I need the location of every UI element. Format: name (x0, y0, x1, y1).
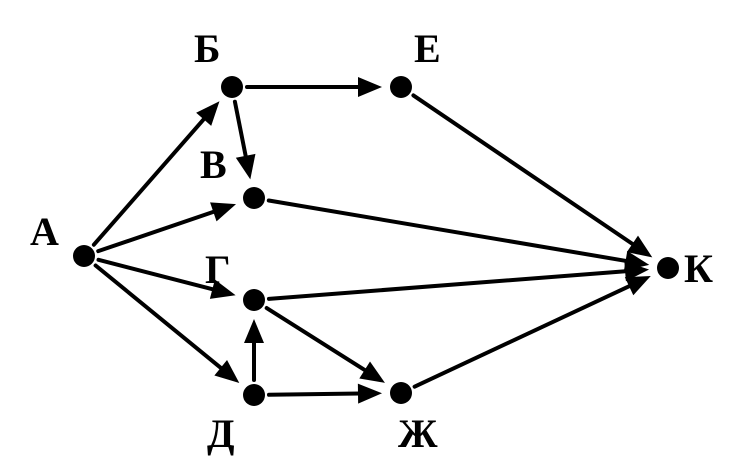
labels: А Б В Г Д Е Ж К (30, 26, 713, 456)
arrowhead-a-d (214, 360, 240, 383)
arrowhead-a-v (210, 202, 237, 222)
arrowhead-g-k (624, 261, 650, 282)
edge-a-d (93, 263, 225, 372)
edge-a-v (96, 209, 218, 254)
node-b (221, 76, 243, 98)
arrowhead-g-zh (359, 361, 385, 383)
edge-a-g (96, 257, 217, 292)
arrowhead-d-zh (357, 383, 383, 404)
node-label-b: Б (194, 26, 220, 71)
node-label-v: В (200, 142, 227, 187)
edge-v-k (266, 198, 630, 264)
node-k (657, 257, 679, 279)
edge-e-k (411, 93, 637, 247)
node-a (73, 245, 95, 267)
node-label-e: Е (414, 26, 441, 71)
node-label-zh: Ж (398, 411, 438, 456)
node-d (243, 384, 265, 406)
arrowhead-e-k (626, 235, 653, 258)
edge-g-k (266, 269, 630, 301)
arrowhead-b-v (235, 153, 256, 180)
arrowhead-a-g (209, 279, 236, 299)
node-label-d: Д (207, 411, 235, 456)
nodes (73, 76, 679, 406)
node-label-k: К (684, 246, 713, 291)
arrowhead-d-g (244, 319, 264, 343)
arrowhead-b-e (358, 77, 382, 97)
node-label-g: Г (205, 247, 230, 292)
edge-b-v (232, 99, 249, 160)
node-e (390, 76, 412, 98)
edge-g-zh (264, 306, 369, 374)
edge-zh-k (412, 283, 633, 389)
edges (91, 85, 637, 397)
node-label-a: А (30, 209, 59, 254)
node-g (243, 289, 265, 311)
arrowhead-zh-k (624, 276, 651, 296)
edge-d-zh (266, 391, 363, 397)
arrowhead-a-b (196, 101, 220, 126)
node-v (243, 187, 265, 209)
node-zh (390, 382, 412, 404)
edge-a-b (91, 115, 207, 247)
arrowheads (196, 77, 653, 404)
